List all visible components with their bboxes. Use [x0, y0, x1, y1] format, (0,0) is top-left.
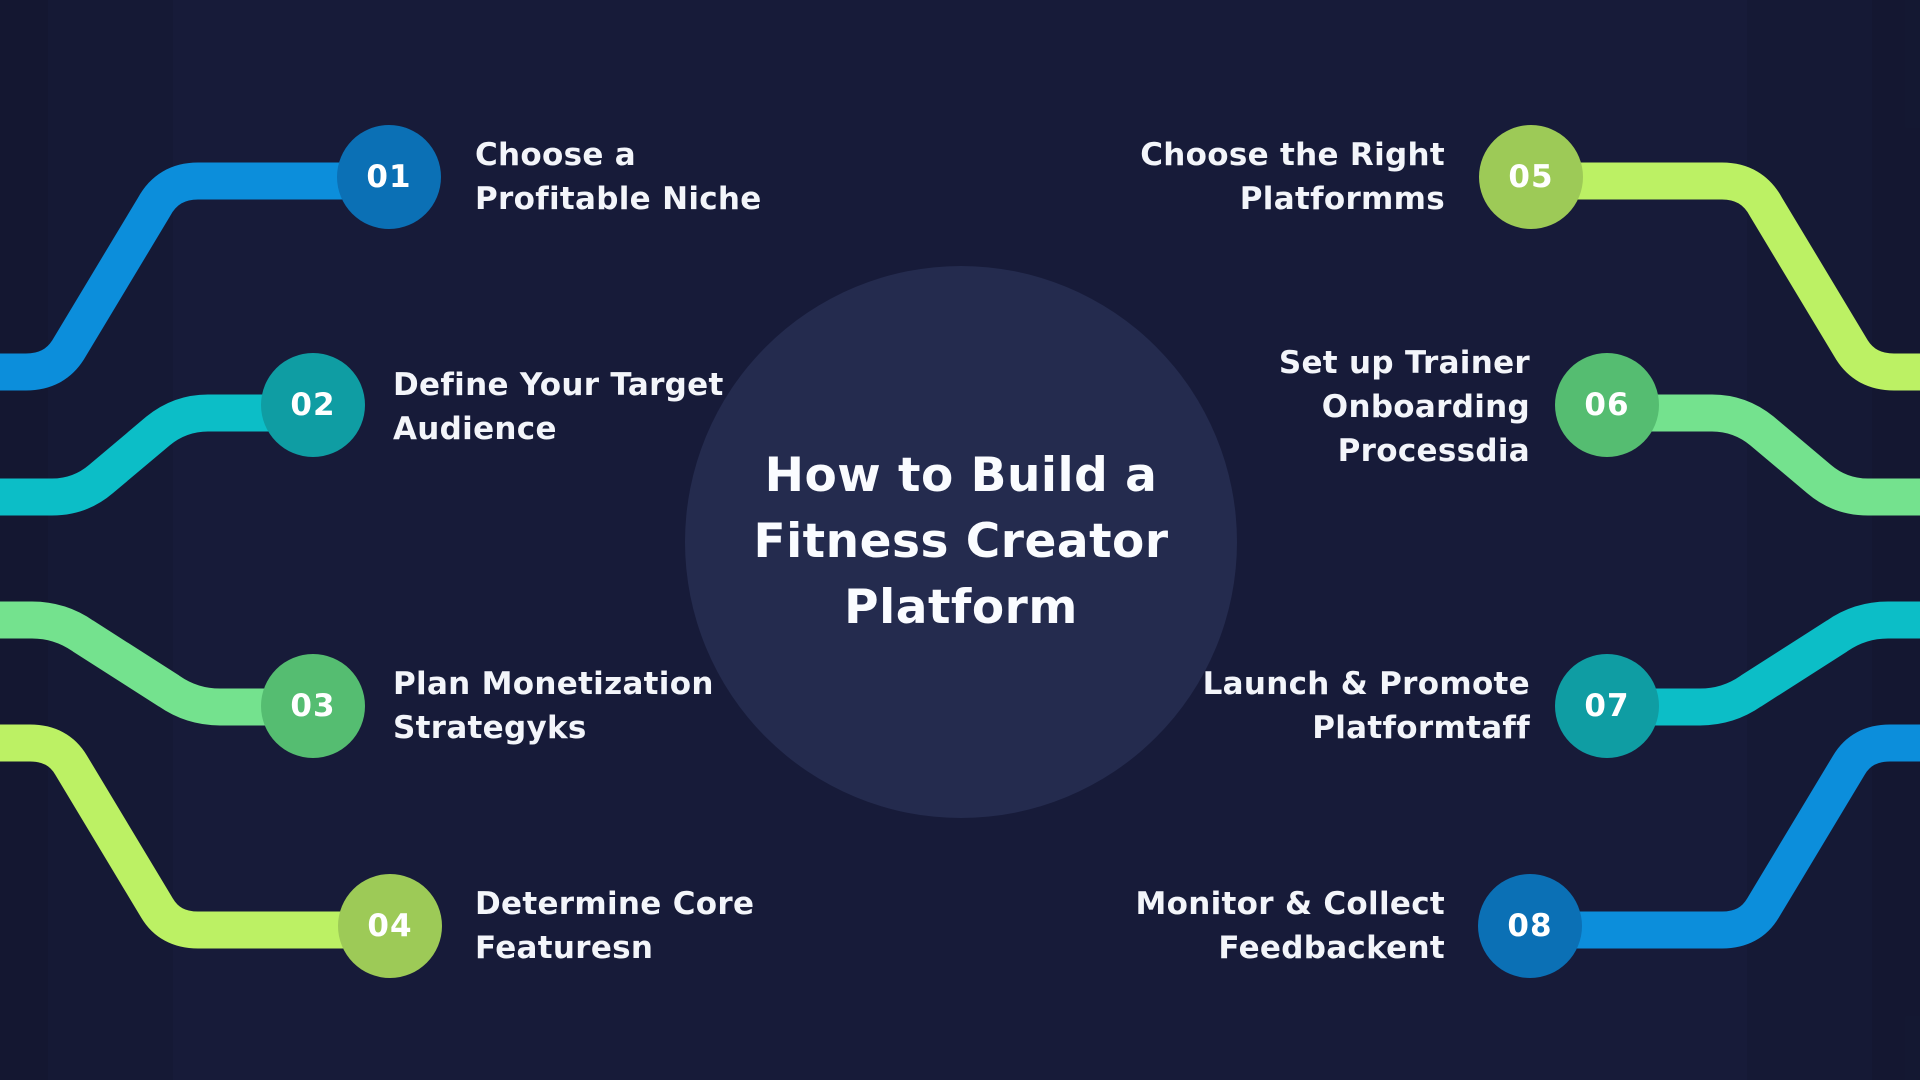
- step-number-07: 07: [1584, 688, 1629, 724]
- step-label-06: Set up Trainer Onboarding Processdia: [1279, 341, 1530, 473]
- step-number-02: 02: [290, 387, 335, 423]
- step-label-line: Featuresn: [475, 930, 654, 966]
- step-label-line: Plan Monetization: [393, 666, 714, 702]
- connector-line-04: [0, 724, 392, 949]
- step-number-01: 01: [366, 159, 411, 195]
- step-label-line: Set up Trainer: [1278, 345, 1530, 381]
- step-circle-01: [337, 125, 441, 229]
- step-circle-04: [338, 874, 442, 978]
- step-number-05: 05: [1508, 159, 1553, 195]
- step-label-02: Define Your Target Audience: [393, 363, 724, 451]
- step-circle-03: [261, 654, 365, 758]
- step-label-line: Monitor & Collect: [1135, 886, 1445, 922]
- step-label-line: Processdia: [1337, 433, 1530, 469]
- connector-line-08: [1528, 724, 1920, 949]
- step-circle-05: [1479, 125, 1583, 229]
- step-label-08: Monitor & Collect Feedbackent: [1136, 882, 1445, 970]
- step-label-line: Profitable Niche: [475, 181, 762, 217]
- step-label-line: Platformms: [1239, 181, 1445, 217]
- step-label-line: Audience: [393, 411, 557, 447]
- step-label-line: Launch & Promote: [1202, 666, 1530, 702]
- connector-line-06: [1600, 394, 1920, 516]
- step-label-05: Choose the Right Platformms: [1140, 133, 1445, 221]
- step-label-line: Choose the Right: [1140, 137, 1445, 173]
- connector-line-01: [0, 162, 389, 391]
- step-label-line: Feedbackent: [1218, 930, 1445, 966]
- connector-line-02: [0, 394, 320, 516]
- step-label-line: Determine Core: [475, 886, 755, 922]
- step-number-06: 06: [1584, 387, 1629, 423]
- connector-line-07: [1600, 601, 1920, 726]
- center-title-line: Platform: [844, 580, 1078, 635]
- step-label-line: Onboarding: [1321, 389, 1530, 425]
- step-label-line: Choose a: [475, 137, 637, 173]
- center-title-line: Fitness Creator: [753, 514, 1169, 569]
- center-title-line: How to Build a: [764, 448, 1158, 503]
- connector-line-03: [0, 601, 320, 726]
- step-label-07: Launch & Promote Platformtaff: [1203, 662, 1530, 750]
- step-label-01: Choose a Profitable Niche: [475, 133, 762, 221]
- step-number-04: 04: [367, 908, 412, 944]
- step-number-08: 08: [1507, 908, 1552, 944]
- step-label-line: Platformtaff: [1312, 710, 1530, 746]
- step-number-03: 03: [290, 688, 335, 724]
- step-circle-08: [1478, 874, 1582, 978]
- step-label-line: Define Your Target: [393, 367, 724, 403]
- step-label-04: Determine Core Featuresn: [475, 882, 754, 970]
- step-circle-06: [1555, 353, 1659, 457]
- step-circle-02: [261, 353, 365, 457]
- center-circle: How to Build a Fitness Creator Platform: [685, 266, 1237, 818]
- step-label-03: Plan Monetization Strategyks: [393, 662, 714, 750]
- center-title: How to Build a Fitness Creator Platform: [753, 443, 1168, 641]
- step-label-line: Strategyks: [393, 710, 587, 746]
- connector-line-05: [1531, 162, 1920, 391]
- step-circle-07: [1555, 654, 1659, 758]
